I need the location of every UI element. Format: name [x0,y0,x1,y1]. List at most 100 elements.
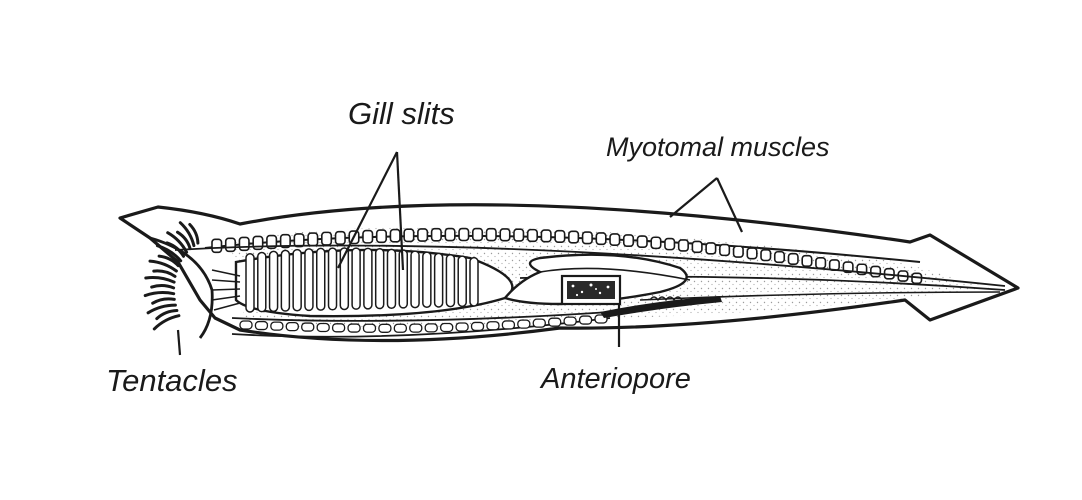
gill-bar [280,249,291,312]
tentacle [157,254,180,268]
ventral-cell [470,321,485,332]
ventral-cells [239,314,608,333]
ventral-cell [239,320,253,330]
ventral-fin-line [639,291,1001,301]
myotome-segment [417,228,429,242]
tentacle [166,231,189,254]
gill-bar [445,253,456,308]
leader-gill-1 [337,151,398,269]
myotome-segment [691,240,703,254]
gill-bar [433,252,444,308]
myotome-segment [211,238,223,254]
myotome-segment [815,256,827,269]
gill-bar [257,251,267,313]
myotome-segment [238,236,250,252]
myotome-segment [389,228,401,243]
myotome-segment [499,228,511,242]
myotome-segment [321,231,333,246]
gill-bar [422,251,432,309]
myotome-segment [375,229,388,244]
tentacle [144,276,176,284]
myotome-segment [513,228,525,242]
myotome-segment [362,229,374,244]
tentacle [152,314,181,331]
tentacle [150,284,176,290]
myotome-segment [403,228,415,243]
gut-inner-line [539,267,691,281]
gill-bar [315,247,326,311]
ventral-cell [563,316,577,326]
leader-gill-2 [395,151,405,271]
ventral-cell [409,323,423,333]
tentacle [178,221,196,248]
myotome-segment [773,250,786,264]
gill-bar [292,248,302,312]
myotome-segment [705,242,717,255]
gill-bar [398,249,409,309]
gill-bar [304,248,314,312]
myotome-segment [719,243,731,257]
myotome-segment [636,235,648,249]
myotome-segment [554,229,566,244]
gill-bar [327,247,338,311]
tentacle [146,303,177,315]
ventral-cell [362,323,377,333]
ventral-cell [378,323,392,333]
myotome-segment [279,233,291,249]
gill-bar [351,247,361,310]
hepatic-caecum-texture [571,283,610,297]
leader-lines [176,151,743,356]
gill-bar [386,248,397,309]
myotome-segment [650,236,662,250]
tentacle [151,297,176,305]
ventral-cell [548,317,562,327]
myotome-segment [870,265,882,278]
myotome-segment [334,230,346,245]
myotome-segment [677,239,689,252]
gill-bar [410,250,420,309]
myotome-segment [430,227,442,242]
myotome-segment [801,254,813,267]
myotome-segment [307,232,319,247]
myotome-segment [760,249,772,262]
myotome-segment [471,227,484,242]
label-gill-slits: Gill slits [348,96,455,131]
ventral-cell [532,318,546,328]
tentacle [143,291,176,298]
hepatic-caecum-fill [567,281,615,299]
ventral-cell [486,321,500,331]
ventral-cell [347,323,361,333]
gill-bar [268,250,279,313]
myotome-segment [787,252,799,266]
label-anteriopore: Anteriopore [541,363,691,395]
ventral-band-upper [231,311,611,322]
gill-bar [245,253,255,313]
ventral-cell [455,322,469,332]
myotome-segment [485,227,497,242]
leader-myo-2 [716,177,743,233]
myotome-segment [581,231,593,245]
myotome-segment [540,229,552,243]
ventral-cell [393,323,407,333]
myotome-segment [458,227,470,242]
label-tentacles: Tentacles [106,363,238,398]
myotome-segment [622,234,635,247]
gill-bar [339,247,350,311]
tentacle [188,223,200,245]
gill-bar [363,247,373,310]
tentacle [155,244,183,263]
ventral-cell [440,322,454,333]
gill-bar [374,248,385,310]
leader-tentacles [176,329,182,356]
myotome-segment [595,232,607,246]
myotome-segment [293,233,305,248]
myotome-segment [732,245,744,258]
intestine-band [600,296,722,318]
myotome-segment [526,228,538,243]
velum-lines [211,269,241,311]
ventral-cell [424,323,438,333]
myotome-segment [609,233,621,246]
myotome-segment [664,237,676,251]
